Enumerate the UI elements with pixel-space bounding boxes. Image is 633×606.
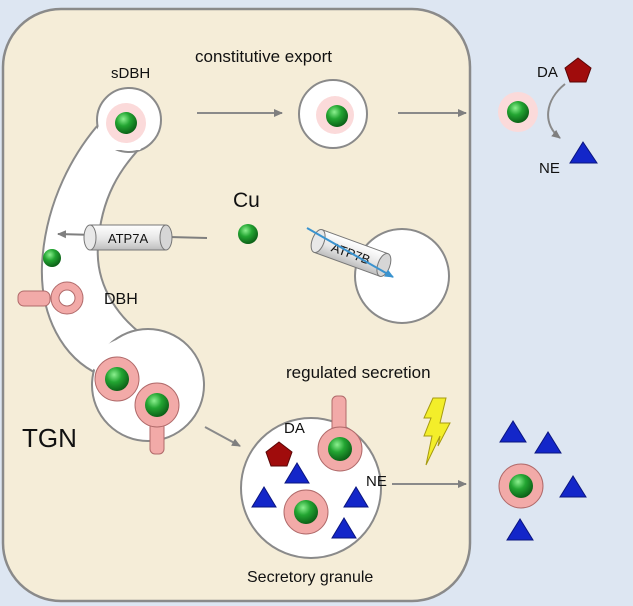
tgn-copper	[43, 249, 61, 267]
stimulus-lightning-icon	[423, 397, 451, 466]
da-granule-pentagon	[265, 441, 293, 467]
atp7a-label: ATP7A	[108, 231, 149, 246]
granule-dbh-2-copper	[294, 500, 318, 524]
tgn-label: TGN	[22, 423, 77, 453]
export-vesicle-copper	[326, 105, 348, 127]
tgn-to-granule-arrow	[204, 426, 241, 447]
regulated-secretion-label: regulated secretion	[286, 363, 431, 382]
released-ne-triangle-2	[534, 431, 562, 454]
da-outside-label: DA	[537, 64, 558, 81]
extracellular-sdbh-copper	[507, 101, 529, 123]
ne-granule-label: NE	[366, 473, 387, 490]
constitutive-export-label: constitutive export	[195, 47, 332, 66]
cytosolic-copper	[238, 224, 258, 244]
tgn-dbh-2-copper	[145, 393, 169, 417]
sdbh-label: sDBH	[111, 65, 150, 82]
ne-outside-label: NE	[539, 160, 560, 177]
released-ne-triangle-4	[506, 518, 534, 541]
secretory-granule-label: Secretory granule	[247, 569, 373, 586]
atp7a-transporter: ATP7A	[83, 224, 173, 251]
tgn-dbh-1-copper	[105, 367, 129, 391]
released-dbh-copper	[509, 474, 533, 498]
dbh-label: DBH	[104, 291, 138, 308]
released-ne-triangle-1	[499, 420, 527, 443]
sdbh-copper	[115, 112, 137, 134]
atp7b-transport-arrow	[306, 227, 394, 278]
ne-outside-triangle	[569, 141, 598, 164]
ne-granule-triangle-4	[331, 517, 357, 539]
da-granule-label: DA	[284, 420, 305, 437]
granule-dbh-1-copper	[328, 437, 352, 461]
ne-granule-triangle-2	[251, 486, 277, 508]
ne-granule-triangle-3	[343, 486, 369, 508]
released-ne-triangle-3	[559, 475, 587, 498]
ne-granule-triangle-1	[284, 462, 310, 484]
da-to-ne-conversion-arrow	[547, 83, 566, 139]
atp7b-vesicle	[354, 228, 450, 324]
da-outside-pentagon	[564, 57, 592, 83]
cu-label: Cu	[233, 189, 260, 212]
membrane-dbh	[17, 281, 84, 315]
